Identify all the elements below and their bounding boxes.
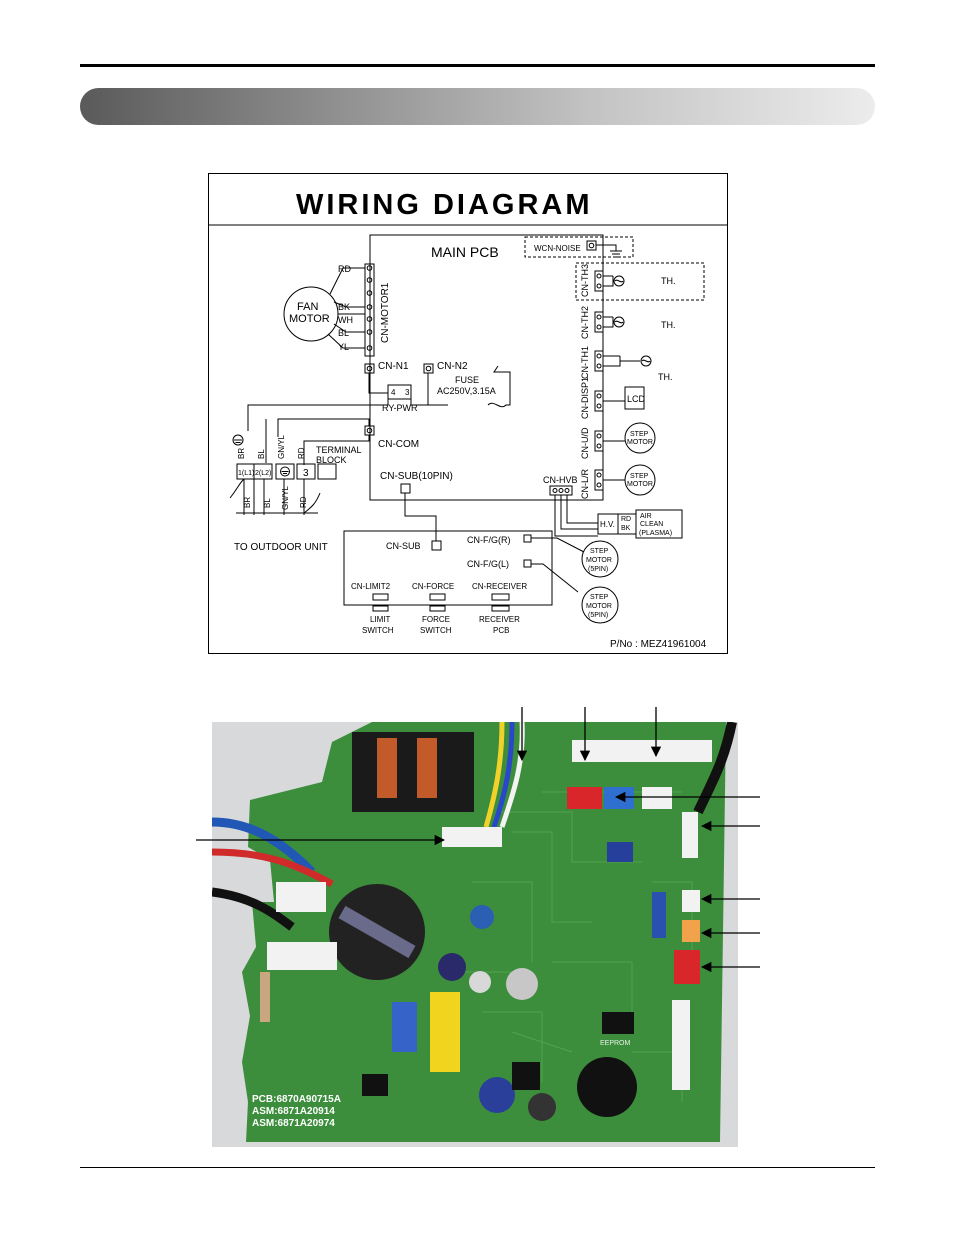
cn-hvb-label: CN-HVB (543, 475, 578, 485)
hv-wire-bk: BK (621, 525, 631, 532)
tb-cell-2: 2(L2) (255, 470, 271, 477)
cn-motor1-label: CN-MOTOR1 (380, 282, 391, 343)
cn-lr-label: CN-L/R (580, 468, 590, 499)
wire-bl: BL (338, 328, 349, 338)
cn-com-label: CN-COM (378, 439, 419, 450)
cn-sub-label: CN-SUB (386, 541, 421, 551)
cn-n1-label: CN-N1 (378, 361, 409, 372)
to-outdoor-label: TO OUTDOOR UNIT (234, 542, 328, 553)
cn-th2-label: CN-TH2 (580, 306, 590, 339)
tb-cell-1: 1(L1) (238, 470, 254, 477)
ry-pwr-label: RY-PWR (382, 403, 418, 413)
step-5pin-r-1: STEP (590, 548, 609, 555)
pcb-code: PCB:6870A90715A (252, 1094, 341, 1105)
th1-label: TH. (658, 372, 673, 382)
top-rule (80, 64, 875, 67)
section-header-bar (80, 88, 875, 125)
fan-motor-label-2: MOTOR (289, 313, 330, 325)
wire-rd: RD (338, 264, 351, 274)
tb-ground-icon (280, 466, 290, 477)
tb-wire-gnyl: GN/YL (277, 434, 286, 459)
step-5pin-l-1: STEP (590, 594, 609, 601)
tb-wire-br: BR (237, 448, 246, 459)
bottom-rule (80, 1167, 875, 1168)
eeprom-ic (602, 1012, 634, 1034)
wiring-diagram: WIRING DIAGRAM MAIN PCB WCN-NOISE FAN MO… (208, 173, 728, 654)
step-motor-ud-2: MOTOR (627, 439, 653, 446)
main-pcb-label: MAIN PCB (431, 244, 499, 260)
lcd-label: LCD (627, 394, 646, 404)
wcn-noise-label: WCN-NOISE (534, 244, 581, 253)
fan-motor-label-1: FAN (297, 301, 318, 313)
step-motor-ud-1: STEP (630, 431, 649, 438)
tb-bottom-rd: RD (299, 496, 308, 508)
cn-fg-r-photo (567, 787, 602, 809)
cn-th1-label: CN-TH1 (580, 346, 590, 379)
tb-wire-rd: RD (297, 447, 306, 459)
cn-disp1-label: CN-DISP1 (580, 377, 590, 419)
tb-cell-3: 3 (303, 468, 309, 479)
cn-sub-10pin-label: CN-SUB(10PIN) (380, 471, 453, 482)
cn-motor1-photo (442, 827, 502, 847)
board (242, 722, 726, 1142)
part-number: P/No : MEZ41961004 (610, 639, 707, 650)
fuse-rating: AC250V,3.15A (437, 386, 496, 396)
fuse-label: FUSE (455, 375, 479, 385)
step-motor-lr-1: STEP (630, 473, 649, 480)
cn-receiver-label: CN-RECEIVER (472, 582, 527, 591)
asm-code-2: ASM:6871A20974 (252, 1118, 335, 1129)
cn-fg-l-label: CN-F/G(L) (467, 559, 509, 569)
cn-ud-label: CN-U/D (580, 427, 590, 459)
tb-wire-bl: BL (257, 449, 266, 459)
cn-n2-label: CN-N2 (437, 361, 468, 372)
cn-fg-l-photo (604, 787, 634, 809)
force-switch-1: FORCE (422, 615, 450, 624)
wire-bk: BK (338, 302, 350, 312)
cn-fg-r-label: CN-F/G(R) (467, 535, 511, 545)
tb-bottom-bl: BL (263, 498, 272, 508)
lg-logo (506, 968, 538, 1000)
receiver-pcb-2: PCB (493, 626, 509, 635)
relay (352, 732, 474, 812)
force-switch-2: SWITCH (420, 626, 452, 635)
tb-bottom-br: BR (243, 497, 252, 508)
cn-th3-label: CN-TH3 (580, 264, 590, 297)
tb-bottom-gnyl: GN/YL (281, 485, 290, 510)
yellow-capacitor (430, 992, 460, 1072)
wire-wh: WH (338, 315, 353, 325)
eeprom-marking: EEPROM (600, 1040, 631, 1047)
asm-code-1: ASM:6871A20914 (252, 1106, 335, 1117)
step-motor-lr-2: MOTOR (627, 481, 653, 488)
step-5pin-l-3: (5PIN) (588, 612, 608, 619)
hv-wire-rd: RD (621, 516, 631, 523)
limit-switch-1: LIMIT (370, 615, 391, 624)
cn-limit2-label: CN-LIMIT2 (351, 582, 391, 591)
diagram-title: WIRING DIAGRAM (296, 189, 593, 221)
step-5pin-r-3: (5PIN) (588, 566, 608, 573)
hv-label: H.V. (600, 520, 615, 529)
th3-label: TH. (661, 276, 676, 286)
terminal-block-label-2: BLOCK (316, 455, 347, 465)
air-clean-1: AIR (640, 513, 652, 520)
receiver-pcb-1: RECEIVER (479, 615, 520, 624)
terminal-block-label-1: TERMINAL (316, 445, 362, 455)
buzzer (577, 1057, 637, 1117)
step-5pin-l-2: MOTOR (586, 603, 612, 610)
wire-yl: YL (338, 342, 349, 352)
step-5pin-r-2: MOTOR (586, 557, 612, 564)
air-clean-3: (PLASMA) (639, 530, 672, 537)
limit-switch-2: SWITCH (362, 626, 394, 635)
pcb-photo: EEPROM PCB:6870A90715A ASM:6871A20914 AS… (212, 722, 738, 1147)
air-clean-2: CLEAN (640, 521, 663, 528)
cn-force-label: CN-FORCE (412, 582, 454, 591)
th2-label: TH. (661, 320, 676, 330)
ground-icon (232, 434, 244, 446)
relay-pin-3: 3 (405, 388, 410, 397)
relay-pin-4: 4 (391, 388, 396, 397)
